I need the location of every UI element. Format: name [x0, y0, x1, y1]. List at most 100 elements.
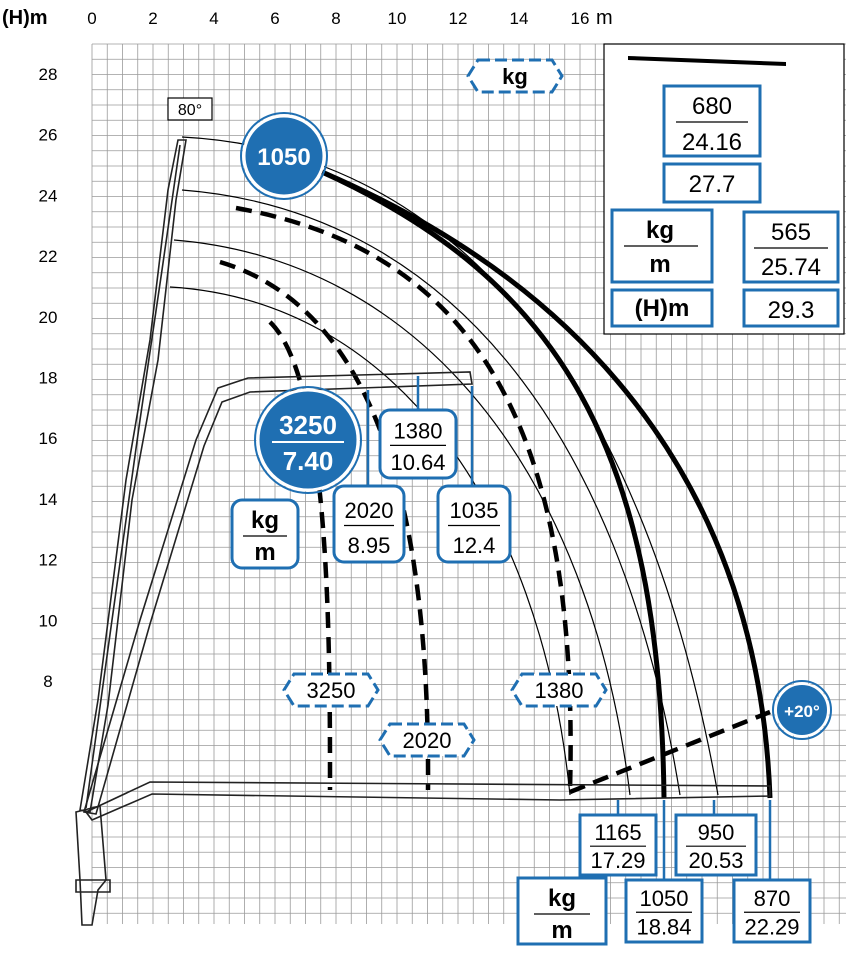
dashed-badge: 1380	[510, 672, 608, 708]
load-circle-kg: 3250	[279, 410, 337, 440]
load-box-frame	[674, 813, 758, 877]
max-reach-curve	[320, 169, 667, 799]
legend-panel: 680 24.16 27.7 kg m 565 25.74 (H)m 29.3	[603, 43, 845, 335]
dashed-curve	[268, 320, 333, 791]
crane-boom	[75, 139, 771, 926]
x-tick-label: 0	[87, 9, 96, 28]
max-reach-curve	[321, 169, 773, 799]
max-load-circle	[242, 114, 326, 198]
load-box-kg: 950	[698, 820, 735, 845]
legend-right-kg: 565	[771, 219, 811, 246]
load-box-kg: 1165	[594, 820, 641, 845]
units-m: m	[254, 539, 275, 566]
angle-badge-ring	[772, 680, 832, 740]
load-box-m: 10.64	[390, 450, 445, 475]
load-box-kg: 1380	[394, 419, 443, 444]
y-tick-label: 26	[39, 126, 58, 145]
y-axis-unit: (H)m	[2, 7, 48, 29]
dashed-badge-label: 1380	[535, 678, 584, 703]
load-box: 1380 10.64	[378, 408, 458, 480]
legend-height-label-box	[610, 288, 714, 328]
load-box: 2020 8.95	[332, 484, 406, 564]
angle-label: 80°	[178, 102, 202, 119]
load-box-frame	[378, 408, 458, 480]
y-tick-label: 8	[43, 672, 52, 691]
boom-fully-raised	[79, 139, 187, 813]
load-box-frame	[332, 484, 406, 564]
dashed-badge-frame	[282, 672, 380, 708]
legend-units-m: m	[649, 251, 670, 278]
legend-right-height: 29.3	[768, 297, 815, 324]
top-kg-badge: kg	[502, 64, 528, 89]
load-box-kg: 1050	[640, 886, 689, 911]
load-box-kg: 2020	[345, 498, 394, 523]
kg-badge-frame	[466, 58, 564, 94]
dashed-badges: 3250 2020 1380	[282, 672, 608, 758]
legend-boom-icon	[628, 56, 786, 66]
x-axis-unit: m	[596, 7, 613, 29]
mid-load-boxes: 1380 10.64 2020 8.95 1035 12.4	[332, 408, 512, 564]
legend-right-m: 25.74	[761, 254, 821, 281]
load-box-m: 18.84	[636, 915, 691, 940]
angle-badge: +20°	[784, 702, 820, 721]
legend-right-height-box	[742, 288, 840, 328]
load-box-m: 8.95	[348, 533, 391, 558]
dashed-badge: 2020	[378, 722, 476, 758]
load-circle-m: 7.40	[283, 446, 334, 476]
y-tick-label: 14	[39, 490, 58, 509]
x-tick-label: 16	[571, 9, 590, 28]
load-box: 1165 17.29	[578, 813, 658, 877]
x-tick-label: 6	[270, 9, 279, 28]
y-tick-label: 18	[39, 369, 58, 388]
dashed-badge-label: 2020	[403, 728, 452, 753]
load-box-kg: 1035	[450, 498, 499, 523]
y-tick-label: 16	[39, 429, 58, 448]
dashed-badge: 3250	[282, 672, 380, 708]
legend-top-m: 24.16	[682, 129, 742, 156]
legend-units-kg: kg	[646, 217, 674, 244]
bottom-units-kg: kg	[548, 885, 576, 912]
load-box-frame	[732, 878, 812, 944]
angle-badge-circle	[775, 683, 829, 737]
max-load-ring	[240, 112, 328, 200]
reach-arc	[173, 239, 631, 796]
legend-height-label: (H)m	[635, 295, 690, 322]
bottom-units-box	[516, 876, 608, 946]
y-tick-label: 22	[39, 247, 58, 266]
y-tick-label: 12	[39, 551, 58, 570]
legend-right-box	[742, 210, 840, 284]
dashed-badge-frame	[510, 672, 608, 708]
reach-arc	[181, 189, 681, 796]
dashed-curve	[569, 709, 771, 795]
y-tick-label: 28	[39, 65, 58, 84]
boom-mid	[82, 371, 473, 815]
crane-base	[75, 879, 111, 893]
legend-top-kg: 680	[692, 93, 732, 120]
load-box: 1035 12.4	[436, 484, 512, 564]
max-reach-curves	[320, 169, 773, 799]
boom-fully-raised-inner	[85, 144, 181, 809]
load-box-m: 12.4	[453, 533, 496, 558]
load-circle	[256, 388, 360, 492]
y-tick-label: 20	[39, 308, 58, 327]
x-tick-label: 2	[148, 9, 157, 28]
x-tick-label: 10	[388, 9, 407, 28]
max-load-value: 1050	[257, 144, 310, 171]
load-box-m: 17.29	[590, 848, 645, 873]
units-box	[230, 498, 300, 570]
dashed-badge-label: 3250	[307, 678, 356, 703]
crane-column	[75, 804, 107, 926]
x-tick-label: 12	[449, 9, 468, 28]
dashed-badge-frame	[378, 722, 476, 758]
x-tick-label: 8	[331, 9, 340, 28]
x-tick-label: 4	[209, 9, 218, 28]
load-box: 1050 18.84	[624, 878, 704, 944]
load-box-m: 22.29	[744, 915, 799, 940]
load-circle-ring	[254, 386, 362, 494]
